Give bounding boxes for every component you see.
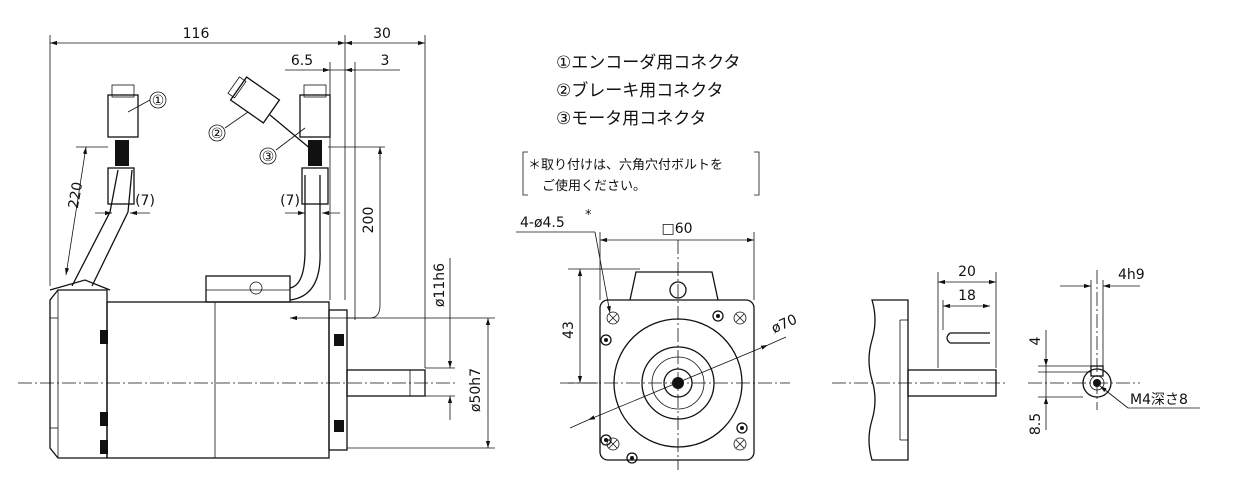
dim-6-5: 6.5 [291,53,313,69]
callout-2: ② [211,126,224,142]
dim-m4: M4深さ8 [1130,392,1188,408]
legend-item-3: ③モータ用コネクタ [556,109,707,129]
callout-1: ① [152,93,165,109]
cable-outlet-box [205,275,291,303]
dim-sq60: □60 [661,221,692,237]
corner-holes [600,310,748,464]
dim-11h6: ø11h6 [432,263,448,307]
dim-43: 43 [561,321,577,339]
legend-item-2: ②ブレーキ用コネクタ [556,80,724,101]
brake-connector [227,76,281,124]
motor-body [49,289,108,459]
dim-hole-star: * [585,208,592,223]
motor-connector [299,94,331,138]
dim-50h7: ø50h7 [468,368,484,412]
dim-20: 20 [958,264,976,280]
side-view: ① ② ③ 116 30 6.5 3 220 (7) (7) [18,26,495,459]
dim-220: 220 [66,181,86,210]
motor-cable [289,175,321,301]
dim-4h9: 4h9 [1118,267,1145,283]
note-line-1: ＊取り付けは、六角穴付ボルトを [528,158,723,173]
note-line-2: ご使用ください。 [542,178,646,194]
dim-hole: 4-ø4.5 [520,215,565,231]
shaft-detail-shaft [907,369,997,397]
dim-4: 4 [1028,336,1044,345]
shaft-detail: 20 18 [832,264,1005,461]
dim-200: 200 [361,207,377,234]
callout-3: ③ [262,149,275,165]
dim-116: 116 [183,26,210,42]
shaft-end-circle [1082,368,1112,398]
legend: ①エンコーダ用コネクタ ②ブレーキ用コネクタ ③モータ用コネクタ [556,53,741,129]
shaft-end-view: 4h9 4 8.5 M4深さ8 [1028,267,1200,435]
mounting-note: ＊取り付けは、六角穴付ボルトを ご使用ください。 [522,151,760,196]
dim-7-motor: (7) [280,193,300,209]
dim-30: 30 [373,26,391,42]
front-cable-box [629,271,719,301]
dim-7-encoder: (7) [135,193,155,209]
shaft-detail-flange-break [868,299,909,461]
dim-3: 3 [381,53,390,69]
motor-frame [106,301,330,459]
dim-8-5: 8.5 [1028,413,1044,435]
shaft [346,369,426,397]
shaft-key [946,332,990,344]
encoder-connector [107,94,139,138]
legend-item-1: ①エンコーダ用コネクタ [556,53,741,73]
dim-70: ø70 [769,312,800,337]
front-view: 4-ø4.5 * □60 43 ø70 [516,208,800,470]
dim-18: 18 [958,288,976,304]
